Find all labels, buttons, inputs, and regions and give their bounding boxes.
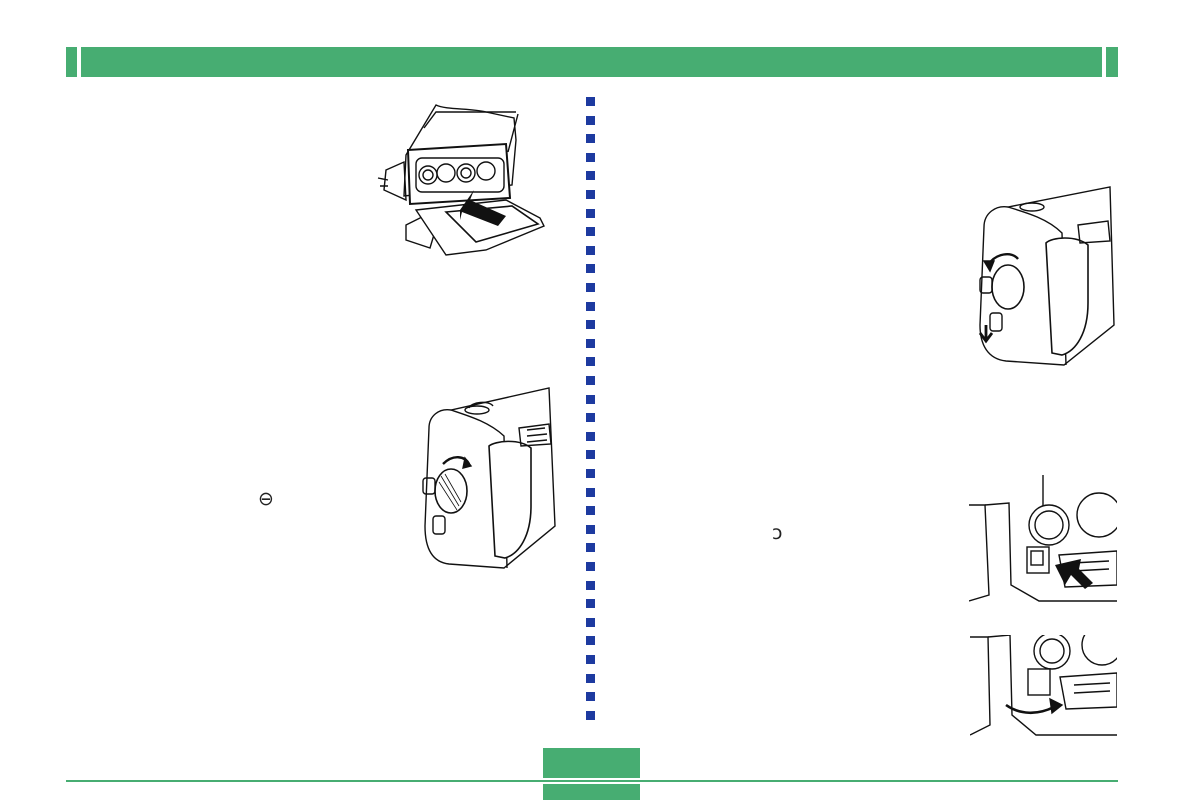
card-removal-illustration <box>970 635 1117 736</box>
divider-dot <box>586 581 595 590</box>
header-bar-left-tab <box>66 47 77 77</box>
divider-dot <box>586 264 595 273</box>
divider-dot <box>586 599 595 608</box>
divider-dot <box>586 97 595 106</box>
divider-dot <box>586 469 595 478</box>
divider-dot <box>586 711 595 720</box>
divider-dot <box>586 134 595 143</box>
header-bar-right-tab <box>1106 47 1118 77</box>
divider-dot <box>586 395 595 404</box>
eject-button-illustration <box>969 475 1117 602</box>
card-insertion-illustration <box>377 104 545 256</box>
divider-dot <box>586 655 595 664</box>
divider-dot <box>586 171 595 180</box>
divider-dot <box>586 525 595 534</box>
divider-dot <box>586 190 595 199</box>
divider-dot <box>586 450 595 459</box>
footer-rule <box>66 780 1118 782</box>
header-bar-main <box>81 47 1102 77</box>
divider-dot <box>586 357 595 366</box>
divider-dot <box>586 302 595 311</box>
divider-dot <box>586 488 595 497</box>
card-slot-open-illustration <box>978 186 1115 366</box>
divider-dot <box>586 209 595 218</box>
divider-dot <box>586 153 595 162</box>
column-divider <box>586 97 596 722</box>
page-number-tab-lower <box>543 784 640 800</box>
divider-dot <box>586 283 595 292</box>
divider-dot <box>586 636 595 645</box>
page-number-tab <box>543 748 640 778</box>
divider-dot <box>586 618 595 627</box>
divider-dot <box>586 674 595 683</box>
unlock-symbol-icon: ↄ <box>772 522 783 544</box>
divider-dot <box>586 543 595 552</box>
divider-dot <box>586 506 595 515</box>
divider-dot <box>586 116 595 125</box>
card-slot-close-illustration <box>422 387 556 569</box>
divider-dot <box>586 227 595 236</box>
divider-dot <box>586 376 595 385</box>
header-bar <box>66 47 1118 77</box>
lock-symbol-icon: ⊖ <box>258 488 274 510</box>
divider-dot <box>586 432 595 441</box>
divider-dot <box>586 562 595 571</box>
divider-dot <box>586 320 595 329</box>
divider-dot <box>586 692 595 701</box>
divider-dot <box>586 246 595 255</box>
divider-dot <box>586 339 595 348</box>
divider-dot <box>586 413 595 422</box>
